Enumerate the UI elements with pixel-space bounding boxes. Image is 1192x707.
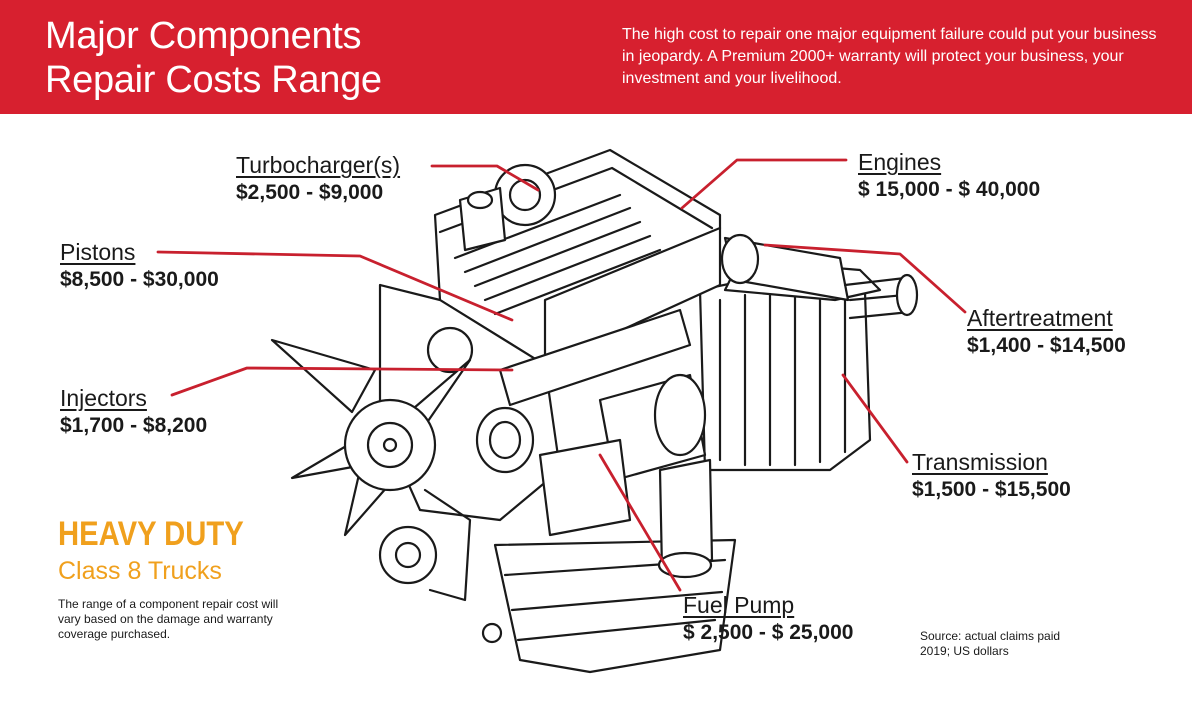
component-cost: $1,700 - $8,200 bbox=[60, 414, 208, 437]
component-name: Turbocharger(s) bbox=[236, 152, 401, 178]
component-pistons: Pistons $8,500 - $30,000 bbox=[60, 238, 219, 294]
source-note: Source: actual claims paid 2019; US doll… bbox=[920, 629, 1061, 658]
leader-line-injectors bbox=[170, 366, 514, 397]
component-name: Fuel Pump bbox=[683, 592, 795, 618]
component-transmission: Transmission $1,500 - $15,500 bbox=[912, 448, 1071, 504]
heavy-duty-subtitle: Class 8 Trucks bbox=[58, 557, 222, 585]
component-engines: Engines $ 15,000 - $ 40,000 bbox=[858, 148, 1040, 204]
title-line-1: Major Components bbox=[45, 15, 362, 57]
component-cost: $ 15,000 - $ 40,000 bbox=[858, 178, 1041, 201]
heavy-duty-note: The range of a component repair cost wil… bbox=[58, 597, 279, 641]
leader-line-transmission bbox=[841, 373, 909, 464]
leader-lines bbox=[156, 158, 967, 592]
component-cost: $1,500 - $15,500 bbox=[912, 478, 1071, 501]
component-turbocharger: Turbocharger(s) $2,500 - $9,000 bbox=[236, 151, 400, 207]
component-name: Aftertreatment bbox=[967, 305, 1113, 331]
header-banner: Major Components Repair Costs Range The … bbox=[0, 0, 1192, 114]
component-aftertreatment: Aftertreatment $1,400 - $14,500 bbox=[967, 304, 1126, 360]
component-name: Pistons bbox=[60, 239, 136, 265]
title-line-2: Repair Costs Range bbox=[45, 59, 382, 101]
leader-line-aftertreatment bbox=[763, 243, 967, 314]
component-name: Injectors bbox=[60, 385, 147, 411]
component-cost: $ 2,500 - $ 25,000 bbox=[683, 621, 854, 644]
component-cost: $2,500 - $9,000 bbox=[236, 181, 384, 204]
engine-illustration bbox=[270, 148, 919, 674]
leader-line-fuel-pump bbox=[598, 453, 682, 592]
leader-line-pistons bbox=[156, 250, 514, 322]
component-name: Engines bbox=[858, 149, 942, 175]
component-name: Transmission bbox=[912, 449, 1048, 475]
intro-text: The high cost to repair one major equipm… bbox=[622, 26, 1157, 87]
component-fuel-pump: Fuel Pump $ 2,500 - $ 25,000 bbox=[683, 591, 853, 647]
component-injectors: Injectors $1,700 - $8,200 bbox=[60, 384, 207, 440]
component-cost: $1,400 - $14,500 bbox=[967, 334, 1126, 357]
page-title: Major Components Repair Costs Range bbox=[45, 14, 382, 102]
component-cost: $8,500 - $30,000 bbox=[60, 268, 219, 291]
leader-line-turbocharger bbox=[430, 164, 540, 192]
leader-line-engines bbox=[680, 158, 848, 210]
heavy-duty-title: HEAVY DUTY bbox=[58, 515, 244, 553]
